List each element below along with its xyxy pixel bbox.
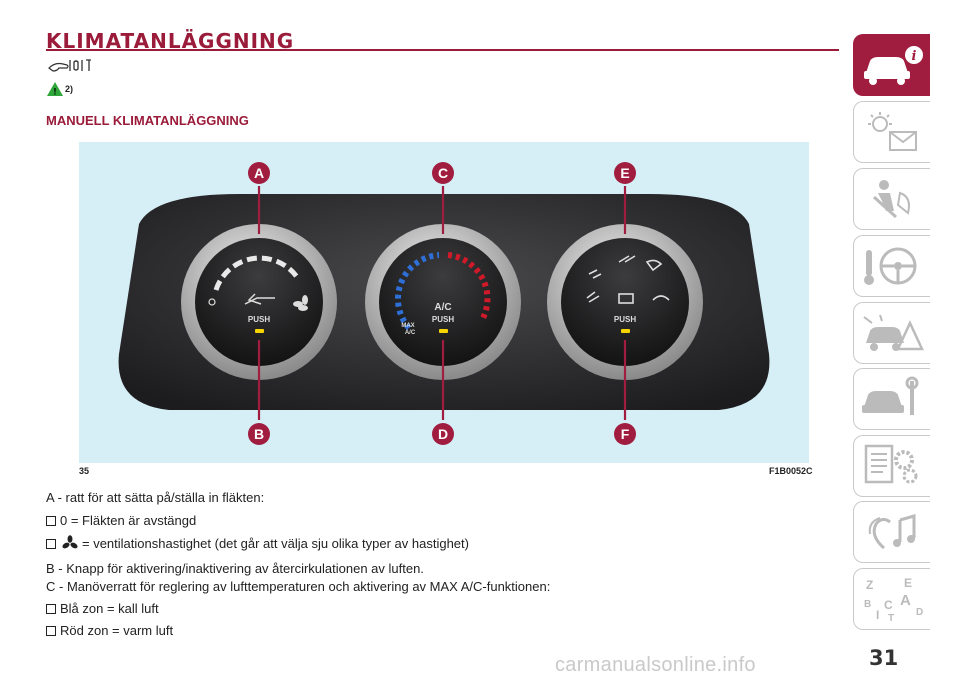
section-subtitle: MANUELL KLIMATANLÄGGNING [46, 113, 249, 128]
bullet-fan-off-text: 0 = Fläkten är avstängd [60, 513, 197, 528]
description-a: A - ratt för att sätta på/ställa in fläk… [46, 490, 265, 505]
callout-b: B [254, 426, 264, 442]
figure-code: F1B0052C [769, 466, 813, 476]
multimedia-icon [868, 514, 916, 550]
index-letter: B [864, 599, 871, 610]
fan-icon [62, 535, 78, 549]
bullet-fan-speed: = ventilationshastighet (det går att väl… [46, 535, 469, 551]
tab-technical-data[interactable] [853, 435, 930, 497]
temperature-knob[interactable]: A/C PUSH MAX A/C [365, 224, 521, 380]
svg-text:i: i [912, 49, 917, 64]
car-crash-icon [863, 314, 924, 351]
bullet-icon [46, 626, 56, 636]
tab-steering[interactable] [853, 235, 930, 297]
max-ac-label: MAX [401, 323, 414, 329]
bullet-fan-off: 0 = Fläkten är avstängd [46, 513, 196, 528]
tab-seat-safety[interactable] [853, 168, 930, 230]
bullet-icon [46, 539, 56, 549]
callout-c: C [438, 165, 448, 181]
knob-c-ac-label: A/C [434, 302, 451, 313]
callout-lines [257, 186, 627, 420]
tab-multimedia[interactable] [853, 501, 930, 563]
bullet-blue-zone: Blå zon = kall luft [46, 601, 159, 616]
tab-warning-lights[interactable] [853, 101, 930, 163]
technical-data-icon [864, 444, 918, 484]
bullet-icon [46, 604, 56, 614]
index-letter: E [904, 576, 912, 590]
tab-emergency[interactable] [853, 302, 930, 364]
knob-c-push-label: PUSH [432, 315, 454, 324]
index-letter: T [888, 613, 894, 623]
description-c: C - Manöverratt för reglering av lufttem… [46, 579, 551, 594]
climate-panel-illustration: PUSH A/C PUSH MAX A/C PU [118, 162, 770, 445]
bullet-fan-speed-text: = ventilationshastighet (det går att väl… [82, 536, 469, 551]
knob-a-push-label: PUSH [248, 315, 270, 324]
bullet-icon [46, 516, 56, 526]
callout-f: F [621, 426, 630, 442]
index-letter: D [916, 607, 923, 618]
tab-index[interactable]: Z E B A C T D I [853, 568, 930, 630]
index-letter: C [884, 598, 893, 612]
air-distribution-knob[interactable]: PUSH [547, 224, 703, 380]
callout-a: A [254, 165, 264, 181]
tab-car-info[interactable]: i [853, 34, 930, 96]
car-info-icon: i [864, 46, 923, 85]
index-letter: Z [866, 578, 873, 592]
car-service-icon [862, 376, 919, 415]
steering-wheel-icon [864, 247, 917, 285]
bullet-blue-zone-text: Blå zon = kall luft [60, 601, 159, 616]
bullet-red-zone: Röd zon = varm luft [46, 623, 173, 638]
bullet-red-zone-text: Röd zon = varm luft [60, 623, 174, 638]
callout-badges [248, 162, 636, 445]
warning-lights-icon [868, 112, 917, 151]
warning-triangle-icon: ! [47, 82, 63, 96]
note-reference: 2) [65, 84, 74, 94]
page-number: 31 [869, 646, 899, 670]
tab-service[interactable] [853, 368, 930, 430]
knob-e-push-label: PUSH [614, 315, 636, 324]
hand-reference-icon [48, 59, 91, 72]
svg-text:!: ! [54, 87, 57, 97]
climate-control-figure: PUSH A/C PUSH MAX A/C PU [79, 142, 809, 463]
index-icon: Z E B A C T D I [864, 576, 923, 623]
index-letter: I [876, 608, 879, 622]
seat-safety-icon [872, 180, 910, 219]
watermark: carmanualsonline.info [555, 654, 756, 676]
callout-e: E [620, 165, 629, 181]
max-ac-label-sub: A/C [405, 330, 416, 336]
callout-d: D [438, 426, 448, 442]
index-letter: A [900, 592, 911, 609]
fan-speed-knob[interactable]: PUSH [181, 224, 337, 380]
figure-number: 35 [79, 466, 90, 476]
title-divider [46, 49, 839, 51]
description-b: B - Knapp för aktivering/inaktivering av… [46, 561, 424, 576]
